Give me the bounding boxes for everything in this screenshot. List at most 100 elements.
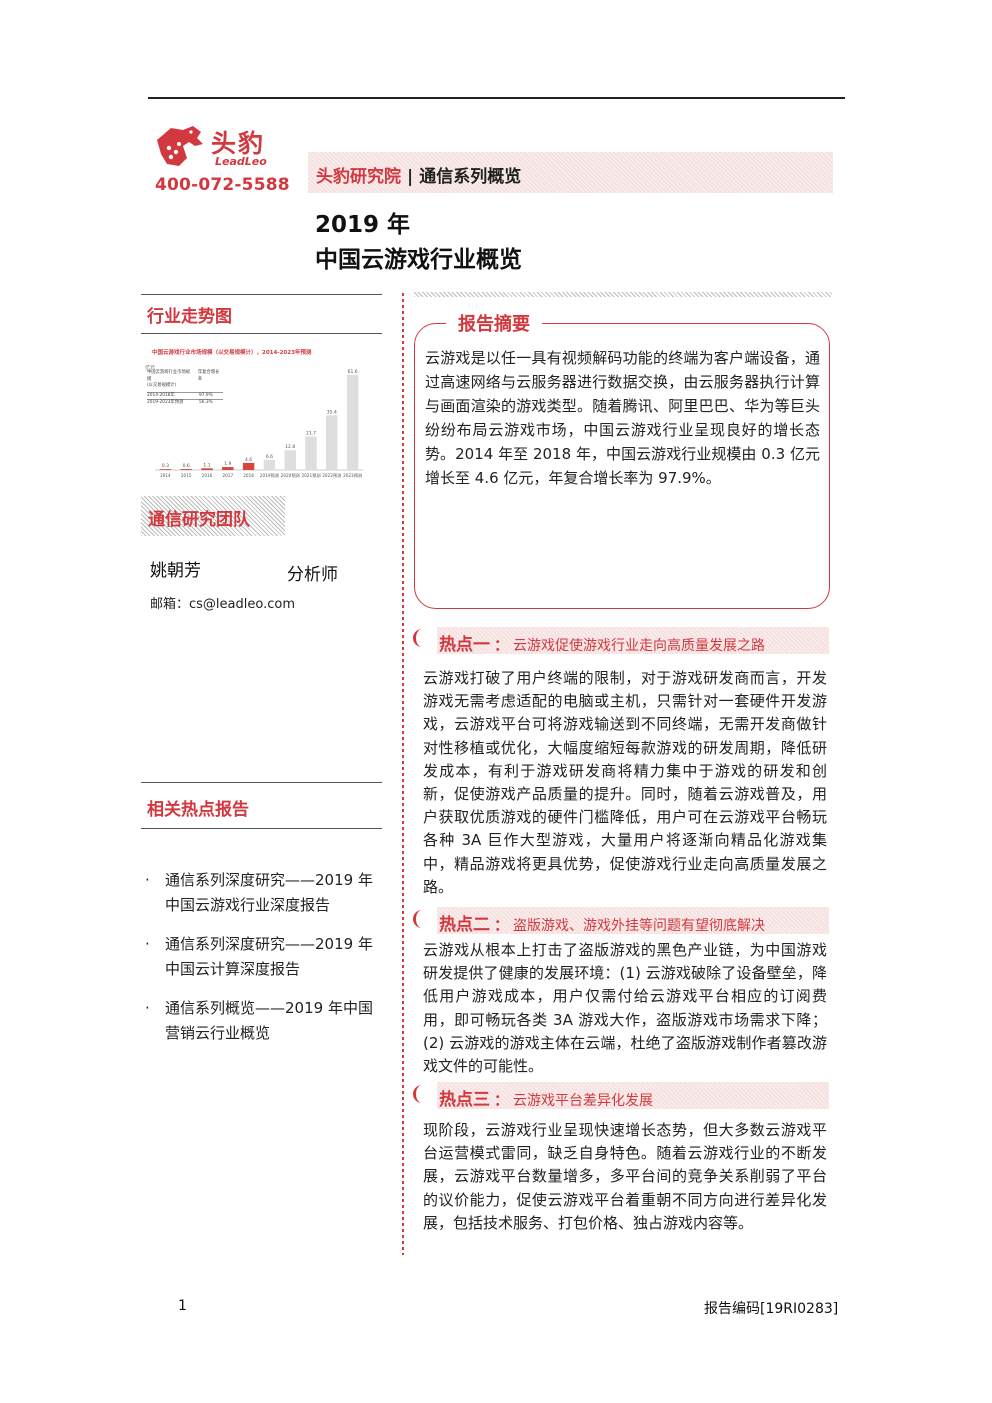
hotpoint-2-subtitle: 盗版游戏、游戏外挂等问题有望彻底解决 [513, 918, 766, 934]
trend-chart: 中国云游戏行业市场规模（以交易规模计），2014-2023年预测 亿元 中国云游… [143, 346, 368, 486]
bullet: · [145, 999, 150, 1017]
series-separator: | [407, 167, 414, 187]
leadleo-logo: 头豹 LeadLeo [153, 122, 273, 172]
related-item-text: 通信系列深度研究——2019 年中国云游戏行业深度报告 [165, 871, 373, 914]
doc-year: 2019 年 [315, 212, 411, 238]
legend-header-2: (以交易规模计) [147, 383, 177, 388]
doc-title: 中国云游戏行业概览 [315, 247, 522, 273]
top-rule [148, 97, 845, 99]
sidebar-rule-top [141, 294, 382, 295]
chart-tick-label: 2017 [222, 473, 233, 478]
sidebar-rule-related [141, 782, 382, 783]
chart-data-label: 35.4 [327, 409, 337, 415]
report-code: 报告编码[19RI0283] [704, 1301, 839, 1317]
column-divider [402, 293, 404, 1255]
abstract-text: 云游戏是以任一具有视频解码功能的终端为客户端设备，通过高速网络与云服务器进行数据… [425, 349, 820, 487]
email-link[interactable]: cs@leadleo.com [189, 597, 295, 612]
chart-tick-label: 2022预测 [322, 472, 341, 479]
chart-title: 中国云游戏行业市场规模（以交易规模计），2014-2023年预测 [152, 350, 312, 356]
chart-bar [201, 468, 213, 470]
hotpoint-2-title: 热点二 [439, 915, 490, 935]
hotpoint-3-title: 热点三 [439, 1090, 490, 1110]
email-label: 邮箱： [150, 597, 190, 612]
abstract-box [414, 323, 830, 609]
chart-data-label: 6.6 [266, 454, 273, 460]
chart-tick-label: 2020预测 [281, 472, 300, 479]
hotpoint-1-subtitle: 云游戏促使游戏行业走向高质量发展之路 [513, 638, 766, 654]
chart-data-label: 21.7 [306, 430, 316, 436]
hotpoint-3-text: 现阶段，云游戏行业呈现快速增长态势，但大多数云游戏平台运营模式雷同，缺乏自身特色… [423, 1121, 827, 1232]
chart-data-label: 1.9 [224, 461, 231, 467]
related-item-text: 通信系列深度研究——2019 年中国云计算深度报告 [165, 935, 373, 978]
bullet: · [145, 935, 150, 953]
legend-row1-value: 97.9% [199, 392, 213, 398]
chart-svg: 0.3 2014 0.6 2015 1.1 2016 1.9 2017 4.6 2018 6.6 20… [155, 369, 363, 479]
phone-number: 400-072-5588 [155, 175, 290, 195]
legend-row2-period: 2019-2023年预测 [147, 400, 184, 405]
sidebar-rule-related-bottom [141, 828, 382, 829]
hotpoint-marker-icon [413, 629, 422, 647]
hotpoint-3-colon: ： [494, 1091, 510, 1109]
top-dotted-rule [414, 292, 832, 297]
chart-tick-label: 2019预测 [260, 472, 279, 479]
chart-bar [222, 467, 234, 470]
chart-bar [346, 374, 359, 470]
abstract-label: 报告摘要 [446, 310, 542, 336]
hotpoint-1-text: 云游戏打破了用户终端的限制，对于游戏研发商而言，开发游戏无需考虑适配的电脑或主机… [423, 669, 827, 896]
related-heading: 相关热点报告 [147, 800, 249, 820]
chart-bar [326, 415, 338, 470]
chart-tick-label: 2014 [160, 473, 171, 478]
related-item[interactable]: · 通信系列深度研究——2019 年中国云游戏行业深度报告 [145, 868, 385, 918]
hotpoint-marker-icon [413, 910, 422, 928]
chart-tick-label: 2016 [202, 473, 213, 478]
institute-name: 头豹研究院 [316, 167, 401, 187]
analyst-name: 姚朝芳 [150, 561, 201, 581]
chart-bar [159, 469, 172, 470]
hotpoint-2-bar: 热点二：盗版游戏、游戏外挂等问题有望彻底解决 [437, 907, 829, 935]
brand-cn: 头豹 [211, 129, 266, 158]
related-item-text: 通信系列概览——2019 年中国营销云行业概览 [165, 999, 373, 1042]
hotpoint-marker-icon [413, 1085, 422, 1103]
brand-en: LeadLeo [215, 155, 267, 168]
chart-tick-label: 2018 [243, 473, 254, 478]
legend-row1-period: 2014-2018年 [147, 392, 175, 398]
chart-data-label: 4.6 [245, 457, 252, 463]
sidebar-rule-trend [141, 333, 382, 334]
series-name: 通信系列概览 [419, 167, 522, 187]
chart-tick-label: 2015 [181, 473, 192, 478]
related-item[interactable]: · 通信系列深度研究——2019 年中国云计算深度报告 [145, 932, 385, 982]
series-bar: 头豹研究院 |通信系列概览 [308, 152, 833, 193]
hotpoint-2-text: 云游戏从根本上打击了盗版游戏的黑色产业链，为中国游戏研发提供了健康的发展环境：(… [423, 941, 827, 1076]
trend-heading: 行业走势图 [147, 307, 232, 327]
chart-data-label: 0.6 [183, 463, 190, 469]
chart-bar [242, 462, 255, 470]
chart-data-label: 12.8 [285, 444, 295, 450]
hotpoint-1-bar: 热点一：云游戏促使游戏行业走向高质量发展之路 [437, 627, 829, 655]
email-line: 邮箱：cs@leadleo.com [150, 593, 295, 612]
page-number: 1 [178, 1298, 187, 1314]
analyst-role: 分析师 [287, 565, 338, 585]
leopard-logo-icon [157, 126, 203, 166]
chart-tick-label: 2023预测 [343, 472, 362, 479]
chart-unit: 亿元 [145, 365, 156, 371]
team-heading: 通信研究团队 [141, 496, 285, 536]
hotpoint-1-title: 热点一 [439, 635, 490, 655]
related-item[interactable]: · 通信系列概览——2019 年中国营销云行业概览 [145, 996, 385, 1046]
hotpoint-1-colon: ： [494, 636, 510, 654]
chart-data-label: 61.6 [348, 369, 358, 375]
hotpoint-2-colon: ： [494, 916, 510, 934]
chart-tick-label: 2021预测 [301, 472, 320, 479]
hotpoint-3-bar: 热点三：云游戏平台差异化发展 [437, 1082, 829, 1110]
chart-bar [284, 450, 296, 470]
bullet: · [145, 871, 150, 889]
chart-legend-box: 中国云游戏行业市场规模 (以交易规模计) 年复合增长率 2014-2018年 9… [147, 370, 223, 407]
chart-bar [180, 469, 192, 470]
chart-data-label: 1.1 [203, 462, 210, 468]
chart-bar [305, 436, 317, 470]
legend-row2-value: 56.3% [199, 400, 213, 405]
legend-header-1: 中国云游戏行业市场规模 [147, 370, 190, 382]
related-list: · 通信系列深度研究——2019 年中国云游戏行业深度报告 · 通信系列深度研究——… [145, 868, 385, 1060]
hotpoint-3-subtitle: 云游戏平台差异化发展 [513, 1093, 654, 1109]
chart-data-label: 0.3 [162, 463, 169, 469]
chart-bar [263, 459, 276, 470]
